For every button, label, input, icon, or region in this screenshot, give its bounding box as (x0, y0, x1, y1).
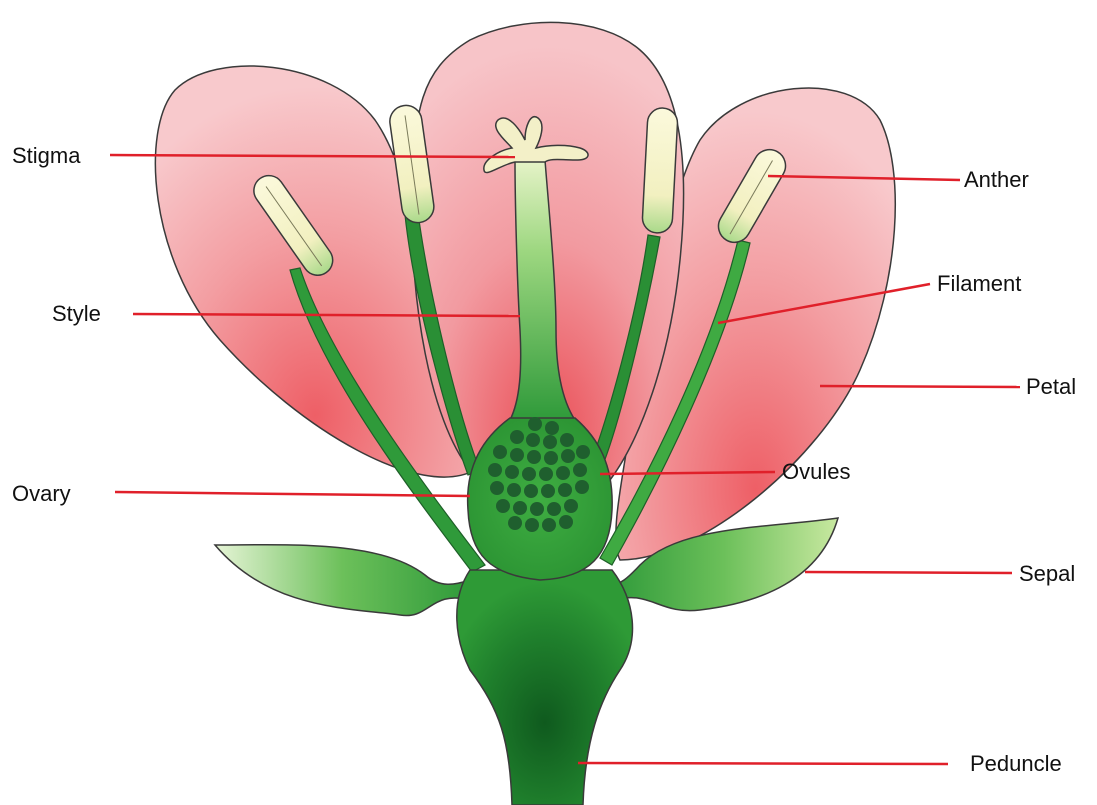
label-anther: Anther (964, 169, 1029, 191)
label-petal: Petal (1026, 376, 1076, 398)
receptacle (457, 570, 633, 805)
label-ovules: Ovules (782, 461, 850, 483)
leader-peduncle (578, 763, 948, 764)
label-filament: Filament (937, 273, 1021, 295)
anther-inner-right (642, 107, 679, 233)
leader-sepal (805, 572, 1012, 573)
ovary (468, 418, 613, 580)
label-ovary: Ovary (12, 483, 71, 505)
label-peduncle: Peduncle (970, 753, 1062, 775)
label-stigma: Stigma (12, 145, 80, 167)
leader-petal (820, 386, 1020, 387)
label-sepal: Sepal (1019, 563, 1075, 585)
label-style: Style (52, 303, 101, 325)
sepal-left (215, 545, 470, 616)
